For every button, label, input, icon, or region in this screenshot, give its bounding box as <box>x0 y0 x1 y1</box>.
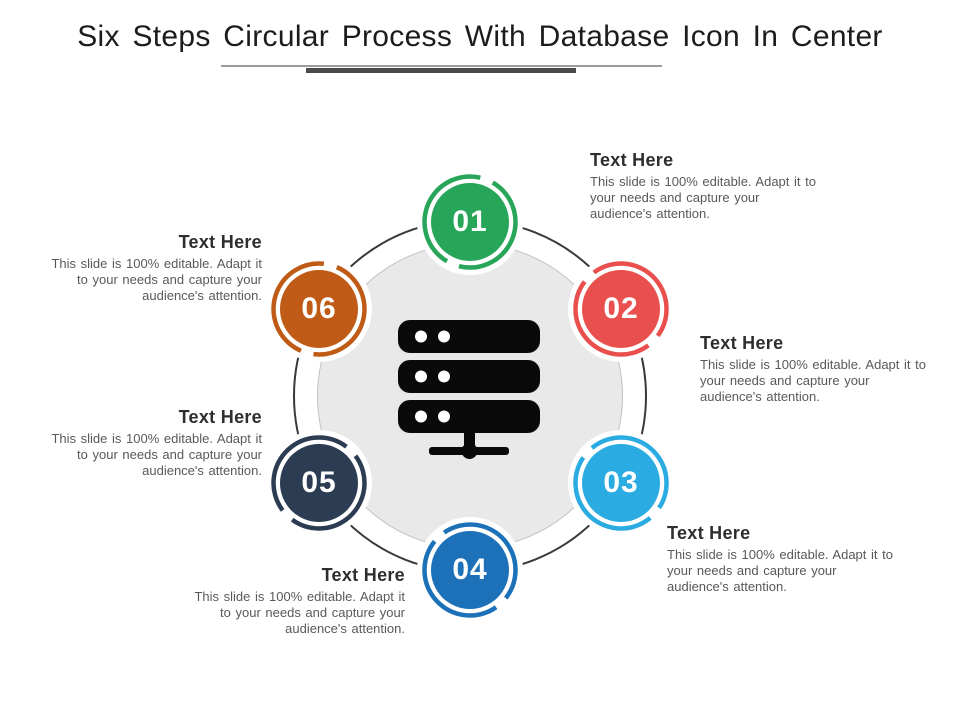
step-05-circle: 05 <box>280 444 358 522</box>
step-number: 04 <box>452 553 488 586</box>
step-02-body-line: audience's attention. <box>700 389 820 404</box>
step-03-body-line: your needs and capture your <box>667 563 837 578</box>
step-06-circle: 06 <box>280 270 358 348</box>
step-05-body-line: This slide is 100% editable. Adapt it <box>51 431 262 446</box>
step-01-body-line: audience's attention. <box>590 206 710 221</box>
step-05-heading: Text Here <box>178 407 262 427</box>
step-02-arc-ring <box>573 261 669 357</box>
step-05-marker: 05 <box>266 430 372 536</box>
step-04-body-line: audience's attention. <box>285 621 405 636</box>
step-number: 02 <box>603 292 639 325</box>
step-03-heading: Text Here <box>667 523 751 543</box>
step-04-arc-ring <box>422 522 518 618</box>
step-02-circle: 02 <box>582 270 660 348</box>
step-02-body-line: your needs and capture your <box>700 373 870 388</box>
step-04-text-block: Text Here This slide is 100% editable. A… <box>188 564 405 637</box>
step-06-body-line: audience's attention. <box>142 288 262 303</box>
step-03-arc-ring <box>573 435 669 531</box>
step-04-heading: Text Here <box>321 565 405 585</box>
step-05-body-line: audience's attention. <box>142 463 262 478</box>
step-01-heading: Text Here <box>590 150 674 170</box>
step-05-body-line: to your needs and capture your <box>77 447 262 462</box>
step-03-text-block: Text Here This slide is 100% editable. A… <box>667 522 899 595</box>
step-03-body-line: audience's attention. <box>667 579 787 594</box>
step-number: 03 <box>603 466 639 499</box>
step-06-marker: 06 <box>266 256 372 362</box>
step-number: 01 <box>452 205 488 238</box>
step-05-arc-ring <box>271 435 367 531</box>
step-number: 06 <box>301 292 337 325</box>
step-04-marker: 04 <box>417 517 523 623</box>
title-underline-bar <box>306 68 576 73</box>
step-02-heading: Text Here <box>700 333 784 353</box>
step-06-heading: Text Here <box>178 232 262 252</box>
step-01-arc-ring <box>422 174 518 270</box>
step-06-text-block: Text Here This slide is 100% editable. A… <box>46 231 262 304</box>
step-04-body-line: This slide is 100% editable. Adapt it <box>194 589 405 604</box>
step-06-body-line: to your needs and capture your <box>77 272 262 287</box>
step-03-marker: 03 <box>568 430 674 536</box>
database-server-icon <box>398 320 540 459</box>
slide-title: Six Steps Circular Process With Database… <box>77 20 883 53</box>
step-number: 05 <box>301 466 337 499</box>
step-01-marker: 01 <box>417 169 523 275</box>
step-01-body-line: your needs and capture your <box>590 190 760 205</box>
step-01-text-block: Text Here This slide is 100% editable. A… <box>590 149 818 222</box>
step-05-text-block: Text Here This slide is 100% editable. A… <box>45 406 262 479</box>
step-06-body-line: This slide is 100% editable. Adapt it <box>51 256 262 271</box>
step-03-circle: 03 <box>582 444 660 522</box>
step-03-body-line: This slide is 100% editable. Adapt it to <box>667 547 893 562</box>
step-04-body-line: to your needs and capture your <box>220 605 405 620</box>
server-led-dots <box>415 330 450 423</box>
step-02-body-line: This slide is 100% editable. Adapt it to <box>700 357 926 372</box>
step-01-body-line: This slide is 100% editable. Adapt it to <box>590 174 816 189</box>
title-underline-thin <box>221 65 662 67</box>
step-02-text-block: Text Here This slide is 100% editable. A… <box>700 332 930 405</box>
step-02-marker: 02 <box>568 256 674 362</box>
step-01-circle: 01 <box>431 183 509 261</box>
step-06-arc-ring <box>271 261 367 357</box>
step-04-circle: 04 <box>431 531 509 609</box>
